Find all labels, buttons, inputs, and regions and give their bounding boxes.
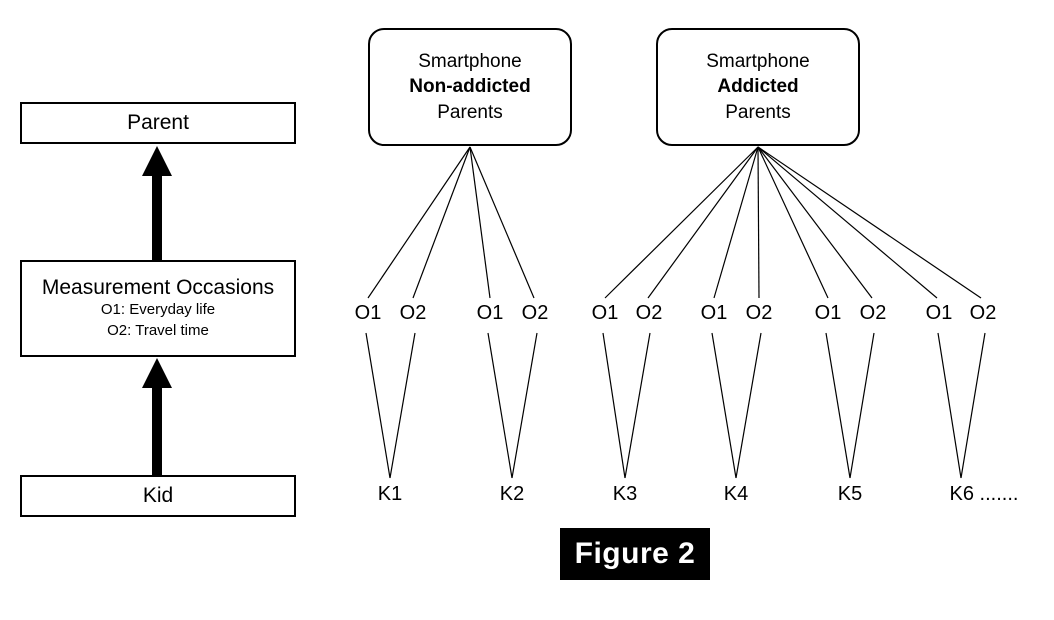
occasion-label-o2-k4: O2 — [745, 302, 773, 324]
occasion-label-o2-k5: O2 — [859, 302, 887, 324]
measurement-occasions-box: Measurement Occasions O1: Everyday life … — [20, 260, 296, 357]
edge-nonaddicted-to-o2-k2 — [469, 146, 535, 299]
parent-to-occasion-edges — [367, 146, 982, 299]
figure-caption: Figure 2 — [560, 528, 710, 580]
edge-o1-to-k4 — [711, 332, 737, 479]
occasion-label-o1-k2: O1 — [476, 302, 504, 324]
edge-addicted-to-o1-k3 — [604, 146, 759, 299]
arrow-measurement-to-parent — [142, 146, 172, 260]
occasion-label-o1-k6: O1 — [925, 302, 953, 324]
edge-o1-to-k1 — [365, 332, 391, 479]
kid-label-k2: K2 — [499, 483, 525, 505]
kid-box-title: Kid — [142, 483, 174, 507]
edge-o2-to-k4 — [735, 332, 762, 479]
addicted-line-3: Parents — [725, 101, 791, 123]
edge-addicted-to-o2-k4 — [757, 146, 760, 299]
kid-label-k5: K5 — [837, 483, 863, 505]
occasion-label-o2-k2: O2 — [521, 302, 549, 324]
occasion-to-kid-edges — [365, 332, 986, 479]
occasion-label-o1-k5: O1 — [814, 302, 842, 324]
edge-addicted-to-o2-k6 — [757, 146, 982, 299]
addicted-line-2: Addicted — [717, 76, 799, 98]
edge-nonaddicted-to-o1-k1 — [367, 146, 471, 299]
measurement-occasions-line-o1: O1: Everyday life — [100, 301, 216, 319]
kid-label-k3: K3 — [612, 483, 638, 505]
edge-addicted-to-o2-k5 — [757, 146, 873, 299]
arrow-kid-to-measurement — [142, 358, 172, 475]
occasion-label-o2-k3: O2 — [635, 302, 663, 324]
edge-o2-to-k2 — [511, 332, 538, 479]
non-addicted-line-3: Parents — [437, 101, 503, 123]
kid-label-k4: K4 — [723, 483, 749, 505]
edge-nonaddicted-to-o1-k2 — [469, 146, 491, 299]
edge-o1-to-k6 — [937, 332, 962, 479]
measurement-occasions-line-o2: O2: Travel time — [107, 321, 209, 339]
occasion-label-o1-k4: O1 — [700, 302, 728, 324]
occasion-label-o2-k6: O2 — [969, 302, 997, 324]
edge-o2-to-k3 — [624, 332, 651, 479]
parent-box-title: Parent — [127, 110, 189, 134]
smartphone-addicted-parents-box: Smartphone Addicted Parents — [656, 28, 860, 146]
occasion-label-o2-k1: O2 — [399, 302, 427, 324]
occasion-label-o1-k1: O1 — [354, 302, 382, 324]
kid-label-k6: K6 ....... — [949, 483, 1019, 505]
edge-o2-to-k6 — [960, 332, 986, 479]
addicted-line-1: Smartphone — [706, 51, 810, 73]
smartphone-non-addicted-parents-box: Smartphone Non-addicted Parents — [368, 28, 572, 146]
edge-addicted-to-o2-k3 — [647, 146, 759, 299]
edge-addicted-to-o1-k5 — [757, 146, 829, 299]
kid-box: Kid — [20, 475, 296, 517]
edge-o1-to-k2 — [487, 332, 513, 479]
edge-nonaddicted-to-o2-k1 — [412, 146, 471, 299]
measurement-occasions-title: Measurement Occasions — [41, 276, 275, 300]
non-addicted-line-2: Non-addicted — [409, 76, 531, 98]
edge-o2-to-k5 — [849, 332, 875, 479]
edge-o1-to-k3 — [602, 332, 626, 479]
edge-o2-to-k1 — [389, 332, 416, 479]
parent-box: Parent — [20, 102, 296, 144]
kid-label-k1: K1 — [377, 483, 403, 505]
edge-addicted-to-o1-k4 — [713, 146, 759, 299]
edge-addicted-to-o1-k6 — [757, 146, 938, 299]
non-addicted-line-1: Smartphone — [418, 51, 522, 73]
edge-o1-to-k5 — [825, 332, 851, 479]
occasion-label-o1-k3: O1 — [591, 302, 619, 324]
